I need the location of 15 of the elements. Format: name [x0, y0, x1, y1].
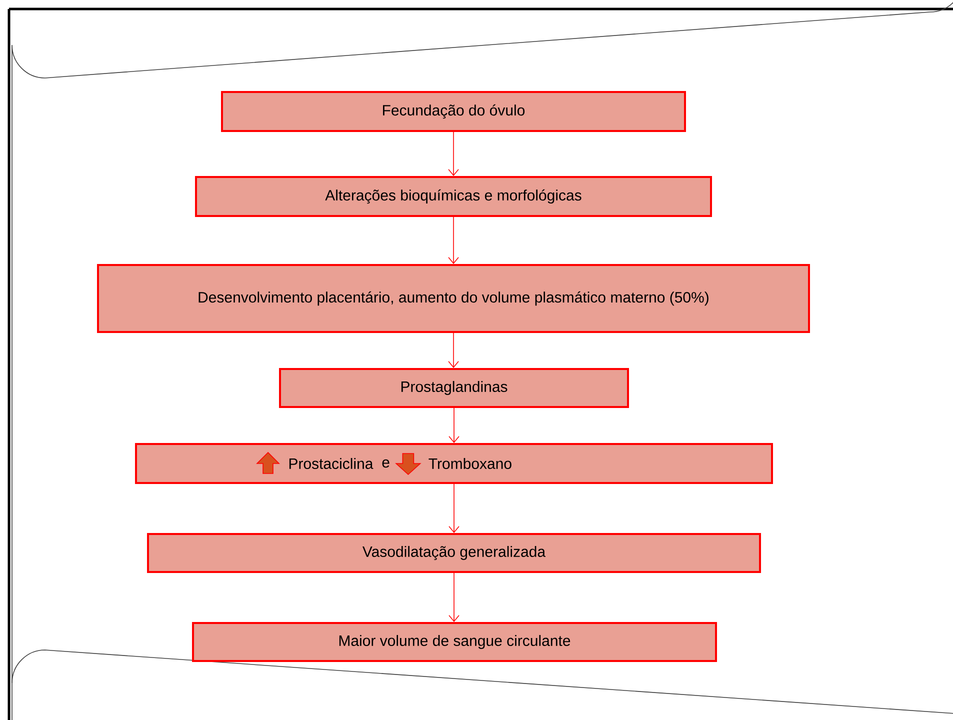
process-box: Desenvolvimento placentário, aumento do volume plasmático materno (50%)	[97, 264, 810, 333]
arrow	[448, 572, 460, 622]
process-box: Prostaglandinas	[279, 368, 629, 408]
process-box: Vasodilatação generalizada	[147, 533, 761, 573]
arrow	[448, 332, 459, 368]
process-box: Maior volume de sangue circulante	[192, 622, 717, 662]
box-text: Prostaciclina	[289, 458, 374, 469]
arrow	[448, 216, 459, 264]
arrow	[448, 484, 460, 533]
arrow	[448, 408, 460, 443]
box-text: e	[382, 459, 390, 468]
process-box: Fecundação do óvulo	[221, 91, 686, 132]
arrow	[448, 132, 459, 176]
process-box: Alterações bioquímicas e morfológicas	[195, 176, 712, 217]
box-text: Tromboxano	[428, 458, 512, 469]
